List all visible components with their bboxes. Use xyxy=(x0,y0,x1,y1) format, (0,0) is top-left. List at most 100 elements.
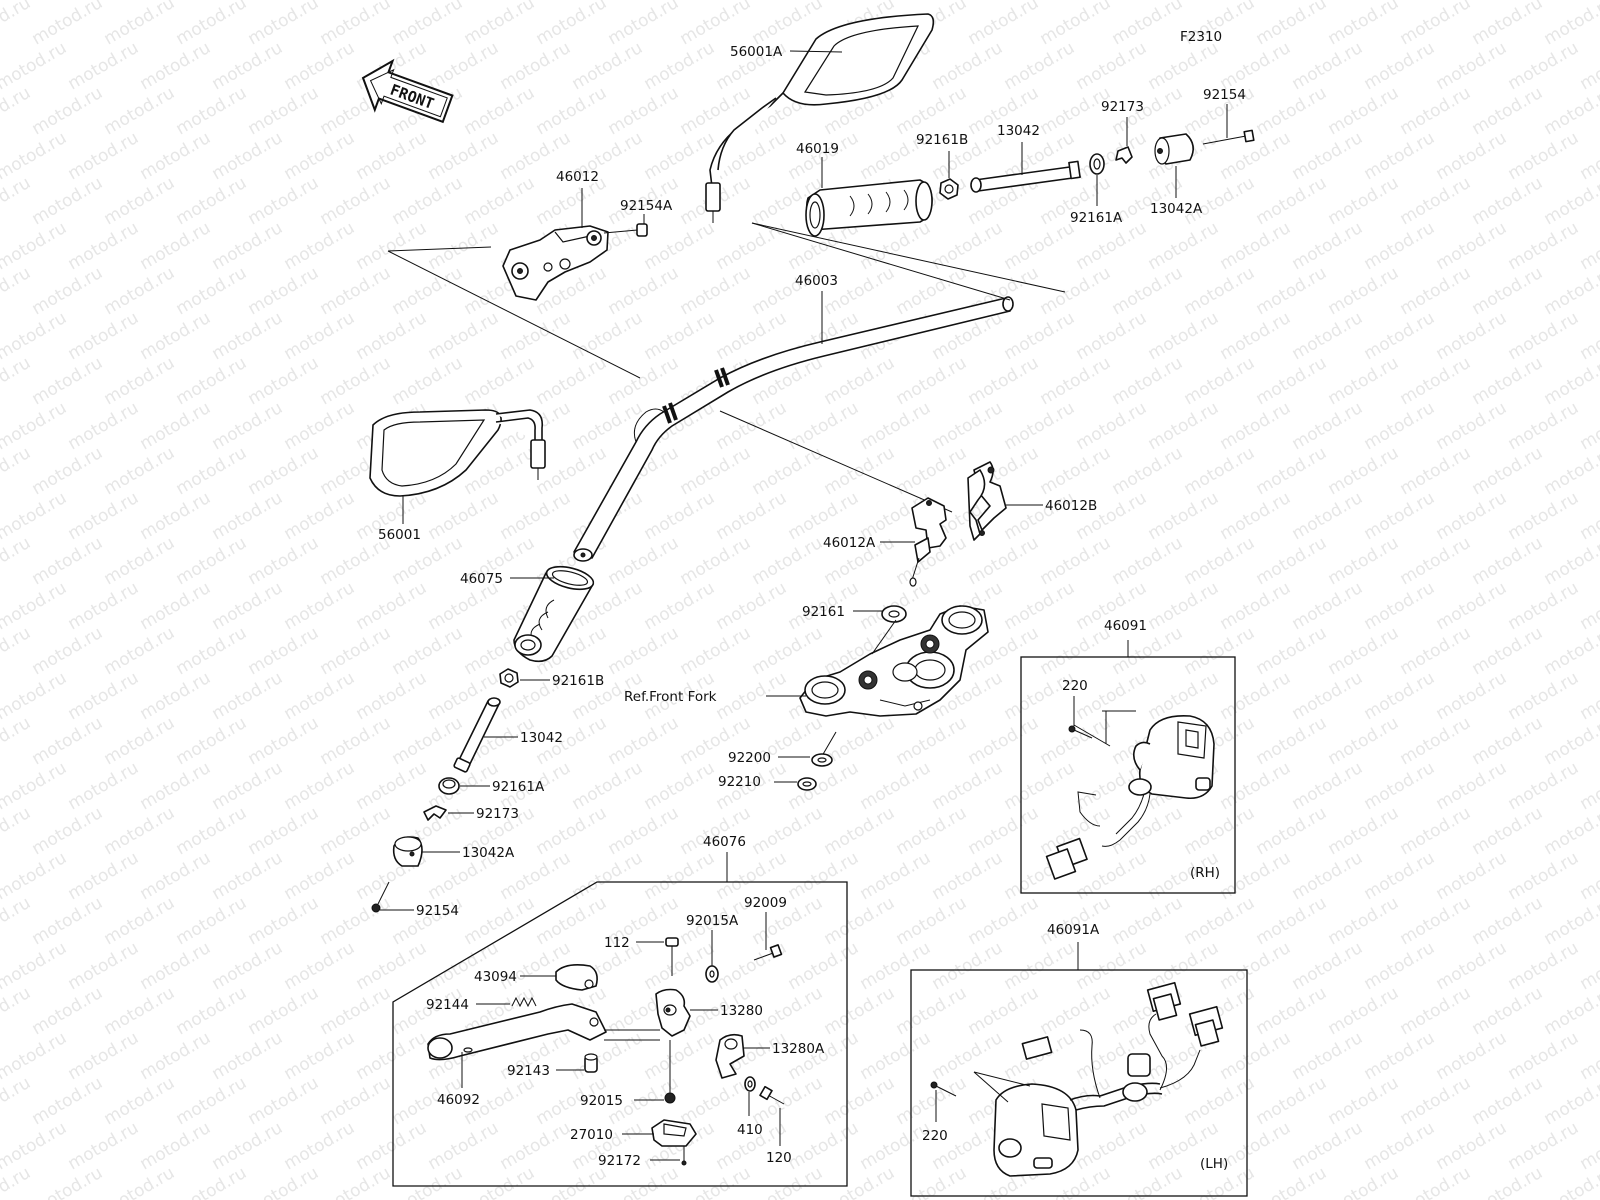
watermark-text: motod.ru xyxy=(317,893,395,949)
watermark-text: motod.ru xyxy=(1181,443,1259,499)
watermark-text: motod.ru xyxy=(209,1118,287,1174)
watermark-text: motod.ru xyxy=(173,83,251,139)
watermark-text: motod.ru xyxy=(0,308,70,364)
label-rh: (RH) xyxy=(1190,865,1220,881)
watermark-text: motod.ru xyxy=(1397,83,1475,139)
watermark-text: motod.ru xyxy=(173,443,251,499)
label-46076: 46076 xyxy=(703,834,746,850)
switch-lh-46091A xyxy=(993,981,1224,1177)
watermark-text: motod.ru xyxy=(389,353,467,409)
watermark-text: motod.ru xyxy=(29,1163,107,1200)
watermark-text: motod.ru xyxy=(1469,803,1547,859)
watermark-text: motod.ru xyxy=(1253,1073,1331,1129)
washer-92200 xyxy=(811,753,833,767)
watermark-text: motod.ru xyxy=(641,1028,719,1084)
watermark-text: motod.ru xyxy=(1181,533,1259,589)
watermark-text: motod.ru xyxy=(1253,353,1331,409)
watermark-text: motod.ru xyxy=(0,1118,70,1174)
watermark-text: motod.ru xyxy=(1253,173,1331,229)
watermark-text: motod.ru xyxy=(173,173,251,229)
watermark-text: motod.ru xyxy=(173,1163,251,1200)
grip-lh-46075 xyxy=(513,565,595,663)
watermark-text: motod.ru xyxy=(245,1073,323,1129)
watermark-text: motod.ru xyxy=(1469,623,1547,679)
watermark-text: motod.ru xyxy=(929,1028,1007,1084)
watermark-text: motod.ru xyxy=(749,623,827,679)
watermark-text: motod.ru xyxy=(1217,758,1295,814)
watermark-text: motod.ru xyxy=(425,38,503,94)
watermark-text: motod.ru xyxy=(1001,938,1079,994)
nut-92015 xyxy=(664,1092,676,1104)
label-13280A: 13280A xyxy=(772,1041,825,1057)
label-92173-left: 92173 xyxy=(476,806,519,822)
label-92210: 92210 xyxy=(718,774,761,790)
watermark-text: motod.ru xyxy=(0,938,70,994)
watermark-text: motod.ru xyxy=(1145,398,1223,454)
watermark-text: motod.ru xyxy=(929,38,1007,94)
watermark-text: motod.ru xyxy=(65,488,143,544)
watermark-text: motod.ru xyxy=(281,848,359,904)
watermark-text: motod.ru xyxy=(713,578,791,634)
watermark-text: motod.ru xyxy=(1361,938,1439,994)
watermark-text: motod.ru xyxy=(929,398,1007,454)
watermark-text: motod.ru xyxy=(785,398,863,454)
watermark-text: motod.ru xyxy=(1397,173,1475,229)
watermark-text: motod.ru xyxy=(749,443,827,499)
label-46012: 46012 xyxy=(556,169,599,185)
watermark-text: motod.ru xyxy=(1469,713,1547,769)
watermark-text: motod.ru xyxy=(1469,533,1547,589)
watermark-text: motod.ru xyxy=(1577,128,1600,184)
watermark-text: motod.ru xyxy=(101,443,179,499)
watermark-text: motod.ru xyxy=(1289,848,1367,904)
watermark-text: motod.ru xyxy=(101,263,179,319)
handlebar-46003 xyxy=(573,296,1014,562)
label-92172: 92172 xyxy=(598,1153,641,1169)
watermark-text: motod.ru xyxy=(1361,1118,1439,1174)
watermark-text: motod.ru xyxy=(641,758,719,814)
watermark-text: motod.ru xyxy=(965,983,1043,1039)
watermark-text: motod.ru xyxy=(1289,1028,1367,1084)
watermark-text: motod.ru xyxy=(1289,128,1367,184)
watermark-text: motod.ru xyxy=(209,938,287,994)
watermark-text: motod.ru xyxy=(353,308,431,364)
watermark-text: motod.ru xyxy=(353,128,431,184)
watermark-text: motod.ru xyxy=(425,308,503,364)
watermark-text: motod.ru xyxy=(1325,803,1403,859)
watermark-text: motod.ru xyxy=(245,1163,323,1200)
watermark-text: motod.ru xyxy=(425,1118,503,1174)
watermark-text: motod.ru xyxy=(1145,938,1223,994)
watermark-text: motod.ru xyxy=(1001,38,1079,94)
watermark-text: motod.ru xyxy=(1181,803,1259,859)
watermark-text: motod.ru xyxy=(389,263,467,319)
watermark-text: motod.ru xyxy=(137,398,215,454)
watermark-text: motod.ru xyxy=(1361,218,1439,274)
watermark-text: motod.ru xyxy=(821,1163,899,1200)
watermark-text: motod.ru xyxy=(317,713,395,769)
watermark-text: motod.ru xyxy=(101,83,179,139)
watermark-text: motod.ru xyxy=(1397,893,1475,949)
watermark-text: motod.ru xyxy=(317,173,395,229)
watermark-text: motod.ru xyxy=(1361,398,1439,454)
cover-43094 xyxy=(555,964,598,991)
watermark-text: motod.ru xyxy=(1469,173,1547,229)
watermark-text: motod.ru xyxy=(1001,398,1079,454)
watermark-text: motod.ru xyxy=(641,218,719,274)
watermark-text: motod.ru xyxy=(1505,38,1583,94)
watermark-text: motod.ru xyxy=(497,488,575,544)
watermark-text: motod.ru xyxy=(1217,128,1295,184)
watermark-text: motod.ru xyxy=(857,398,935,454)
watermark-text: motod.ru xyxy=(1433,758,1511,814)
watermark-text: motod.ru xyxy=(0,488,70,544)
watermark-text: motod.ru xyxy=(1397,713,1475,769)
watermark-text: motod.ru xyxy=(929,938,1007,994)
watermark-text: motod.ru xyxy=(1073,218,1151,274)
watermark-text: motod.ru xyxy=(1505,938,1583,994)
watermark-text: motod.ru xyxy=(173,803,251,859)
watermark-text: motod.ru xyxy=(245,803,323,859)
watermark-text: motod.ru xyxy=(1289,758,1367,814)
watermark-text: motod.ru xyxy=(209,1028,287,1084)
watermark-text: motod.ru xyxy=(1325,173,1403,229)
label-112: 112 xyxy=(604,935,630,951)
watermark-text: motod.ru xyxy=(245,983,323,1039)
watermark-text: motod.ru xyxy=(749,803,827,859)
